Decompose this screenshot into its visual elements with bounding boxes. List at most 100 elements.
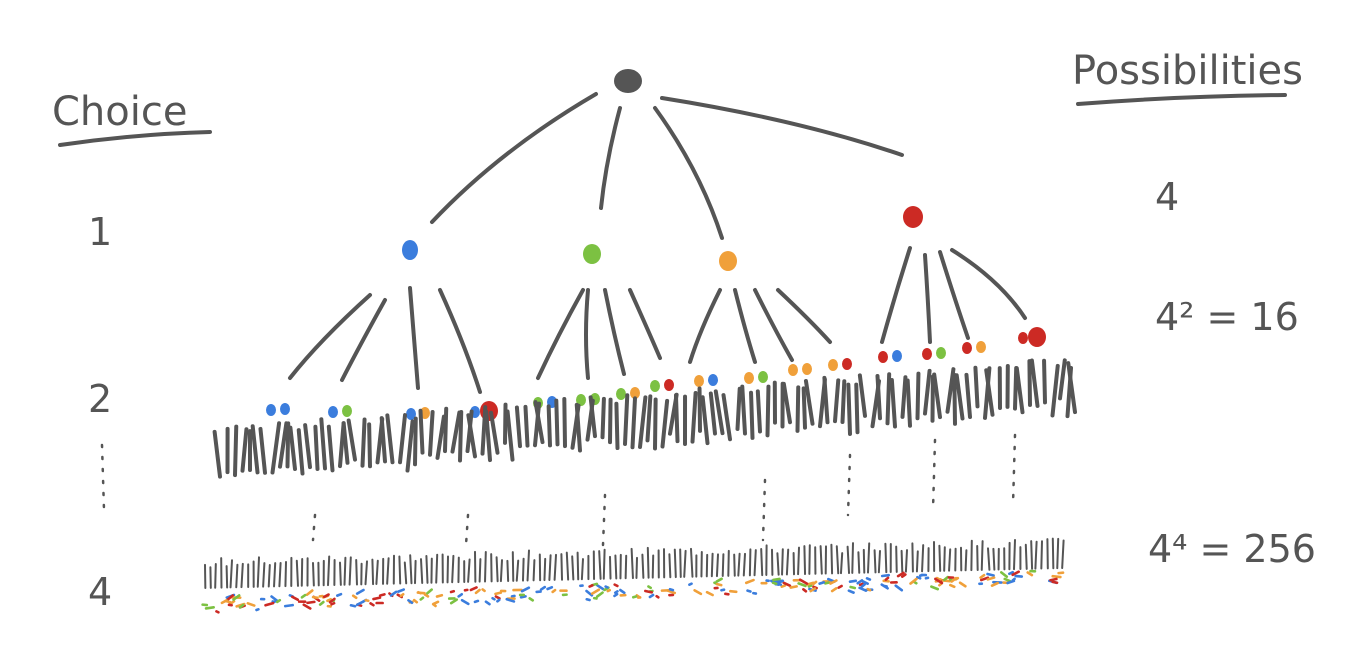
tick-mark [679, 548, 682, 578]
hatch-stroke [690, 390, 698, 444]
colored-mark [595, 584, 605, 591]
level-2-node [708, 374, 718, 386]
hatch-stroke [973, 365, 980, 409]
tick-mark [225, 565, 229, 589]
tick-mark [284, 560, 287, 588]
tick-mark [877, 549, 881, 574]
colored-mark [283, 603, 294, 608]
level-2-node [616, 388, 626, 400]
colored-mark [397, 588, 406, 593]
colored-mark [777, 579, 785, 585]
tick-mark [1051, 537, 1055, 570]
hatch-stroke [846, 382, 852, 436]
tick-mark [742, 552, 746, 577]
colored-mark [986, 576, 996, 581]
tick-mark [1024, 543, 1028, 570]
tick-mark [1034, 540, 1038, 570]
tick-mark [484, 550, 487, 583]
tick-mark [839, 552, 844, 575]
tick-mark [715, 553, 719, 578]
hatch-stroke [875, 374, 882, 421]
level-2-node [694, 375, 704, 387]
hatch-stroke [822, 375, 830, 425]
level-1-branches [288, 246, 1027, 394]
colored-mark [986, 572, 995, 577]
hatch-stroke [708, 391, 717, 436]
colored-mark [830, 587, 838, 593]
colored-mark [585, 597, 591, 602]
colored-mark [539, 585, 547, 591]
hatch-stroke [1058, 358, 1067, 401]
colored-mark [1008, 570, 1015, 576]
root-branches [430, 92, 904, 240]
choice-row-4-label: 4 [88, 570, 112, 614]
hatch-stroke [418, 408, 425, 455]
colored-mark [469, 586, 478, 592]
colored-mark [585, 589, 594, 597]
ellipsis-dots [311, 513, 317, 542]
colored-mark [958, 581, 967, 588]
hatch-stroke [303, 423, 312, 470]
level-1-node-green [583, 244, 601, 264]
hatch-stroke [533, 400, 545, 445]
level-2-node [936, 347, 946, 359]
colored-mark [693, 589, 703, 596]
tick-mark [560, 553, 564, 581]
hatch-stroke [458, 410, 464, 463]
tick-mark [630, 547, 634, 580]
colored-mark [481, 588, 486, 593]
colored-mark [1051, 580, 1059, 585]
hatch-stroke [638, 395, 648, 450]
tick-mark [576, 551, 580, 581]
colored-mark [204, 606, 215, 610]
colored-mark [519, 595, 527, 599]
hatch-stroke [288, 425, 297, 471]
tick-mark [948, 548, 952, 572]
tick-mark [895, 545, 898, 573]
level-2-pair [922, 347, 946, 360]
hatch-stroke [765, 384, 771, 438]
colored-mark [847, 589, 855, 594]
tick-mark [495, 556, 499, 583]
colored-mark [1026, 571, 1034, 577]
tick-mark [938, 544, 942, 572]
tick-mark [312, 561, 315, 587]
hatch-stroke [840, 379, 847, 425]
hatch-stroke [523, 404, 530, 448]
colored-mark [619, 588, 626, 595]
tick-mark [553, 553, 557, 581]
hatch-stroke [546, 404, 552, 448]
hatch-stroke [405, 419, 415, 473]
hatch-stroke [514, 405, 522, 449]
level-2-node [1018, 332, 1028, 344]
level-2-pair [650, 379, 674, 392]
colored-mark [1051, 574, 1062, 579]
level-2-pair [406, 407, 430, 420]
colored-mark [322, 593, 330, 599]
level-2-node [664, 379, 674, 391]
tick-mark [339, 561, 342, 586]
tick-mark [857, 551, 861, 574]
ellipsis-dots [464, 513, 470, 547]
level-2-node [576, 394, 586, 406]
colored-mark [588, 584, 594, 588]
tick-mark [467, 558, 471, 583]
tick-mark [733, 553, 736, 577]
hatch-stroke [443, 406, 449, 454]
tick-mark [785, 548, 790, 576]
tick-mark [776, 552, 780, 576]
hatch-stroke [854, 382, 860, 435]
colored-mark [496, 598, 501, 603]
colored-mark [528, 597, 535, 602]
hatch-stroke [341, 421, 350, 465]
tick-mark [386, 557, 390, 585]
hatch-stroke [653, 397, 658, 451]
tick-mark [668, 553, 672, 579]
hatch-stroke [721, 393, 732, 442]
level-1-node-red [903, 206, 923, 228]
hatch-stroke [258, 426, 267, 475]
level-2-node [878, 351, 888, 363]
hatch-stroke [296, 428, 305, 476]
colored-mark [435, 593, 444, 598]
tick-mark [214, 563, 217, 589]
